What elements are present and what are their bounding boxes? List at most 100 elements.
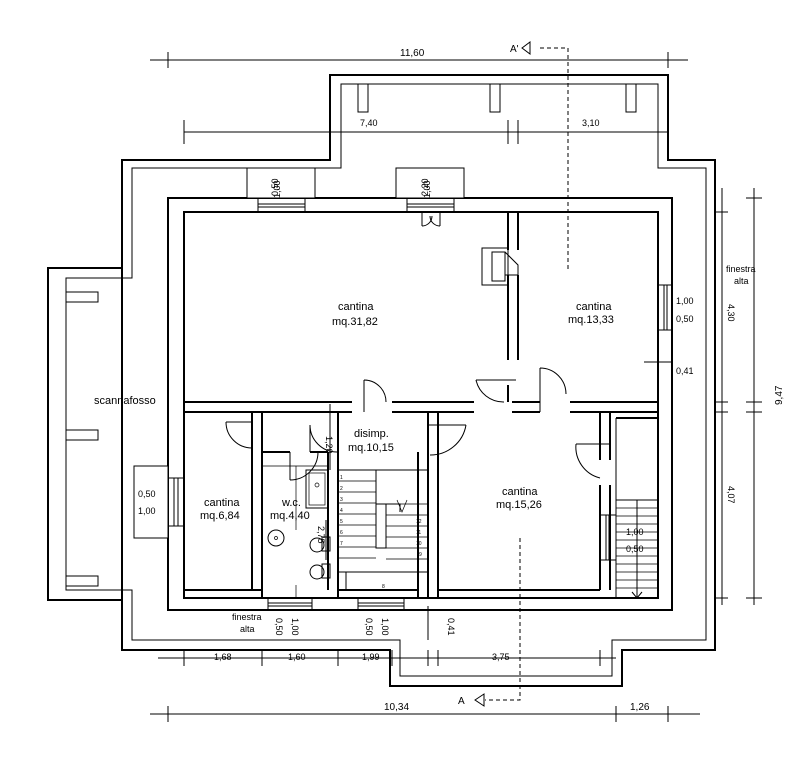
shower-drain bbox=[314, 482, 320, 488]
room-cantina-se-area: mq.15,26 bbox=[496, 499, 542, 511]
note-high-window-bottom-line2: alta bbox=[240, 624, 255, 634]
shower-tray-inner bbox=[308, 472, 326, 506]
room-cantina-sw-area: mq.6,84 bbox=[200, 510, 240, 522]
stair-step-11: 11 bbox=[416, 530, 421, 536]
dim-right-top: 3,10 bbox=[582, 118, 600, 128]
wc-dividers bbox=[262, 465, 328, 598]
window-bottom-disimp bbox=[357, 598, 405, 610]
door-top-center bbox=[421, 212, 441, 227]
room-cantina-ne-name: cantina bbox=[576, 301, 612, 313]
door-disimp-top bbox=[363, 379, 387, 412]
scannafosso-outer-outline bbox=[47, 74, 716, 687]
window-top-center-w: 2,20 bbox=[420, 178, 430, 196]
dim-wc-height: 2,75 bbox=[316, 526, 326, 544]
dim-left-top: 7,40 bbox=[360, 118, 378, 128]
wall-cantina-se bbox=[437, 412, 600, 598]
partition-ne-cantina-bottom bbox=[570, 401, 658, 413]
stair-step-12: 12 bbox=[416, 519, 422, 525]
room-disimp-area: mq.10,15 bbox=[348, 442, 394, 454]
section-line-a-prime bbox=[540, 47, 569, 272]
dim-bottom-seg-4: 3,75 bbox=[492, 652, 510, 662]
section-label-a: A bbox=[458, 696, 465, 707]
window-left-h: 1,00 bbox=[138, 506, 156, 516]
dim-bottom-seg-1: 1,68 bbox=[214, 652, 232, 662]
dim-offset-041-right: 0,41 bbox=[676, 366, 694, 376]
wall-stair-block bbox=[599, 412, 658, 590]
door-cantina-sw bbox=[225, 421, 253, 449]
room-cantina-ne-area: mq.13,33 bbox=[568, 314, 614, 326]
stair-step-4: 4 bbox=[340, 508, 343, 514]
window-bottom-disimp-w: 0,50 bbox=[364, 618, 374, 636]
room-cantina-large-area: mq.31,82 bbox=[332, 316, 378, 328]
dim-disimp-width: 1,20 bbox=[324, 436, 334, 454]
note-high-window-right-line1: finestra bbox=[726, 264, 756, 274]
shower-tray bbox=[305, 469, 329, 509]
stair-step-3: 3 bbox=[340, 497, 343, 503]
window-top-center-opening bbox=[406, 198, 455, 212]
note-high-window-bottom-line1: finestra bbox=[232, 612, 262, 622]
window-top-left-opening bbox=[257, 198, 306, 212]
stair-step-1: 1 bbox=[340, 475, 343, 481]
window-top-left-box bbox=[246, 167, 316, 199]
section-arrow-a bbox=[474, 693, 485, 707]
stair-disimp bbox=[337, 469, 429, 590]
building-inner-wall bbox=[183, 211, 659, 599]
window-right-w: 1,00 bbox=[676, 296, 694, 306]
window-top-center-box bbox=[395, 167, 465, 199]
stair-step-numbers: 1 2 3 4 5 6 7 8 9 10 11 12 bbox=[340, 475, 422, 590]
stair-step-5: 5 bbox=[340, 519, 343, 525]
dim-right-upper: 4,30 bbox=[726, 304, 736, 322]
window-bottom-disimp-h: 1,00 bbox=[380, 618, 390, 636]
stair-step-2: 2 bbox=[340, 486, 343, 492]
door-se-cantina-top bbox=[539, 367, 567, 412]
room-wc-area: mq.4,40 bbox=[270, 510, 310, 522]
dim-bottom-seg-3: 1,99 bbox=[362, 652, 380, 662]
toilet-tank bbox=[321, 563, 331, 579]
note-high-window-right-line2: alta bbox=[734, 276, 749, 286]
section-arrow-a-prime bbox=[521, 41, 531, 55]
door-disimp-left bbox=[309, 424, 338, 453]
stair-step-10: 10 bbox=[416, 541, 422, 547]
window-bottom-wc-h: 1,00 bbox=[290, 618, 300, 636]
window-right-opening bbox=[658, 284, 672, 331]
stair-step-6: 6 bbox=[340, 530, 343, 536]
dim-bottom-seg-2: 1,60 bbox=[288, 652, 306, 662]
room-cantina-sw-name: cantina bbox=[204, 497, 240, 509]
label-scannafosso: scannafosso bbox=[94, 395, 156, 407]
dim-total-height: 9,47 bbox=[774, 385, 785, 405]
window-stair-h: 0,50 bbox=[626, 544, 644, 554]
stair-step-9: 9 bbox=[419, 552, 422, 558]
trench-notches-top bbox=[357, 84, 637, 113]
dim-bottom-left: 10,34 bbox=[384, 702, 409, 713]
door-ne-cantina bbox=[475, 379, 516, 403]
door-disimp-right bbox=[428, 424, 467, 456]
toilet bbox=[309, 564, 325, 580]
partition-ne-cantina-left bbox=[507, 212, 519, 402]
window-left-opening bbox=[168, 477, 184, 527]
room-disimp-name: disimp. bbox=[354, 428, 389, 440]
room-wc-name: w.c. bbox=[281, 497, 301, 509]
washbasin-drain bbox=[274, 536, 278, 540]
dim-offset-041-bottom: 0,41 bbox=[446, 618, 456, 636]
window-top-left-w: 0,50 bbox=[270, 178, 280, 196]
window-top-left-h: 1,00 bbox=[272, 180, 282, 198]
window-stair-w: 1,00 bbox=[626, 527, 644, 537]
dimension-lines bbox=[150, 52, 762, 722]
dim-total-width-top: 11,60 bbox=[400, 48, 425, 59]
dim-right-lower: 4,07 bbox=[726, 486, 736, 504]
room-cantina-se-name: cantina bbox=[502, 486, 538, 498]
window-right-h: 0,50 bbox=[676, 314, 694, 324]
room-cantina-large-name: cantina bbox=[338, 301, 374, 313]
window-top-center-h: 1,00 bbox=[422, 180, 432, 198]
section-label-a-prime: A' bbox=[510, 44, 519, 55]
stair-right bbox=[615, 418, 659, 599]
scannafosso-inner-outline bbox=[65, 83, 707, 677]
window-left-w: 0,50 bbox=[138, 489, 156, 499]
section-line-a bbox=[485, 538, 521, 701]
washbasin bbox=[267, 529, 285, 547]
stair-step-8: 8 bbox=[382, 584, 385, 590]
window-bottom-wc-w: 0,50 bbox=[274, 618, 284, 636]
door-se-cantina-right bbox=[575, 443, 610, 479]
window-stair bbox=[600, 514, 616, 561]
window-left-box bbox=[133, 465, 169, 539]
